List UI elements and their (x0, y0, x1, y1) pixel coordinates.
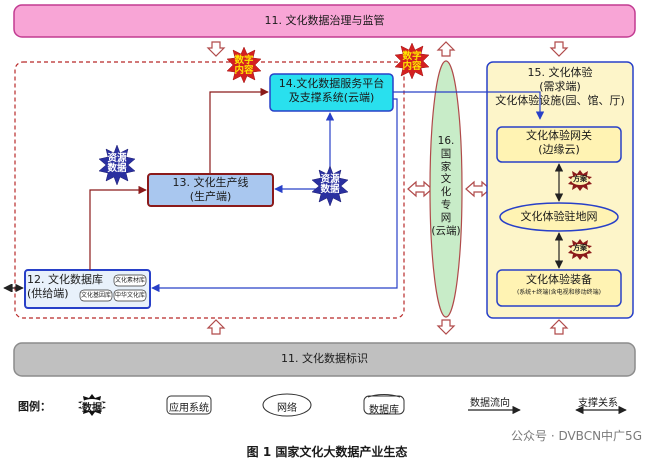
burst-resource-data-1 (98, 144, 136, 186)
mini-db-3: 中华文化库 (114, 292, 145, 299)
burst-resource-data-2 (311, 165, 349, 207)
platform-label: 14.文化数据服务平台及支撑系统(云端) (278, 77, 385, 104)
bottom-bar (13, 342, 636, 377)
burst-content-label-1: 数字内容 (234, 55, 254, 76)
top-bar-label: 11. 文化数据治理与监管 (264, 14, 385, 27)
station-ellipse (499, 202, 619, 232)
burst-shapes (98, 42, 592, 260)
production-label: 13. 文化生产线(生产端) (172, 176, 249, 203)
burst-plan-label-1: 方案 (573, 175, 587, 183)
mini-db-1: 文化素材库 (114, 277, 145, 284)
figure-caption: 图 1 国家文化大数据产业生态 (246, 445, 408, 459)
supply-region (14, 61, 405, 319)
mini-db-2: 文化基因库 (80, 292, 111, 299)
top-bar (13, 4, 636, 38)
bottom-bar-label: 11. 文化数据标识 (281, 352, 368, 365)
legend-network: 网络 (277, 403, 297, 414)
burst-digital-content-1 (226, 46, 262, 84)
database-label: 12. 文化数据库(供给端) (27, 273, 103, 300)
gateway-label: 文化体验网关(边缘云) (526, 129, 592, 156)
legend-support: 支撑关系 (578, 398, 618, 409)
watermark: 公众号 · DVBCN中广5G (511, 429, 642, 443)
legend-app: 应用系统 (169, 403, 209, 414)
station-label: 文化体验驻地网 (520, 210, 598, 223)
equipment-label: 文化体验装备 (系统+终端(含电视和移动终端) (516, 273, 602, 296)
burst-plan-label-2: 方案 (573, 244, 587, 252)
national-network-ellipse (429, 60, 463, 318)
legend-network-ellipse (262, 393, 312, 417)
legend-db-rect (363, 395, 405, 415)
legend-flow: 数据流向 (470, 398, 510, 409)
gateway-box (496, 126, 622, 163)
burst-resource-label-1: 资源数据 (107, 153, 127, 174)
equipment-box (496, 269, 622, 307)
legend-db: 数据库 (369, 405, 399, 416)
legend-app-rect (166, 395, 212, 415)
burst-resource-label-2: 资源数据 (320, 174, 340, 195)
network-label: 16.国家文化专网(云端) (431, 135, 461, 237)
experience-label: 15. 文化体验(需求端)文化体验设施(园、馆、厅) (495, 66, 625, 107)
burst-digital-content-2 (394, 42, 430, 80)
legend-title: 图例： (18, 400, 51, 413)
burst-content-label-2: 数字内容 (402, 51, 422, 72)
legend-data: 数据 (82, 403, 102, 414)
legend-shapes (78, 393, 627, 417)
